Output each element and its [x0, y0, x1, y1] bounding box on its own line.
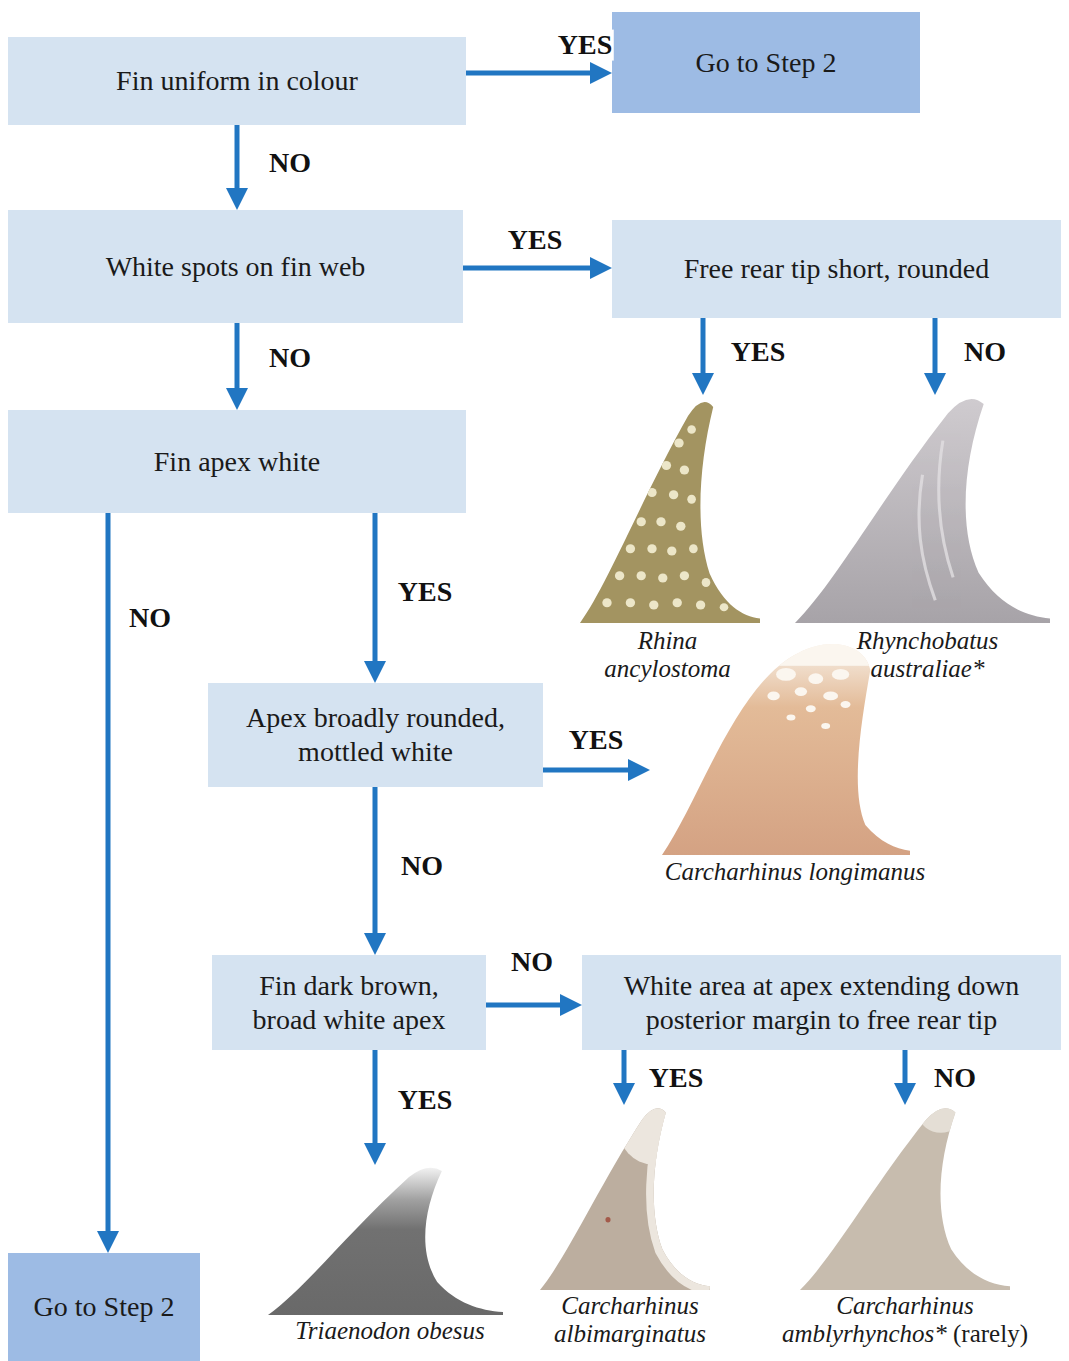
species-name: Carcharhinus amblyrhynchos* (rarely) [760, 1292, 1050, 1347]
branch-label: NO [127, 603, 173, 634]
species-name: Carcharhinus albimarginatus [530, 1292, 730, 1347]
branch-label: YES [567, 725, 625, 756]
fin-image-area [800, 395, 1055, 627]
species-name: Rhina ancylostoma [588, 627, 748, 682]
flow-arrow [373, 1050, 378, 1153]
branch-label: YES [647, 1063, 705, 1094]
fin-image-area [530, 1105, 730, 1292]
decision-box: White area at apex extending down poster… [582, 955, 1061, 1050]
flow-arrow [543, 768, 638, 773]
box-text: Go to Step 2 [630, 46, 902, 80]
branch-label: YES [729, 337, 787, 368]
box-text: White area at apex extending down poster… [600, 969, 1043, 1036]
flow-arrow [466, 71, 600, 76]
species-fin: Rhina ancylostoma [570, 395, 765, 682]
flow-arrow [701, 318, 706, 383]
branch-label: YES [396, 1085, 454, 1116]
fin-triaenodon [268, 1168, 503, 1315]
flow-arrow [933, 318, 938, 383]
branch-label: NO [267, 148, 313, 179]
box-text: Free rear tip short, rounded [630, 252, 1043, 286]
species-note: (rarely) [947, 1320, 1028, 1347]
branch-label: NO [932, 1063, 978, 1094]
decision-box: Fin dark brown, broad white apex [212, 955, 486, 1050]
box-text: Apex broadly rounded, mottled white [226, 701, 525, 768]
goto-box: Go to Step 2 [612, 12, 920, 113]
species-name: Carcharhinus longimanus [645, 858, 945, 886]
branch-label: NO [267, 343, 313, 374]
flow-arrow [106, 513, 111, 1241]
fin-image-area [650, 640, 940, 858]
decision-box: Fin uniform in colour [8, 37, 466, 125]
fin-albimarginatus [540, 1090, 710, 1290]
box-text: Go to Step 2 [26, 1290, 182, 1324]
branch-label: YES [396, 577, 454, 608]
fin-image-area [570, 395, 765, 627]
species-fin: Carcharhinus amblyrhynchos* (rarely) [760, 1105, 1050, 1347]
species-fin: Rhynchobatus australiae* [800, 395, 1055, 682]
decision-box: Free rear tip short, rounded [612, 220, 1061, 318]
flow-arrow [373, 787, 378, 943]
box-text: Fin uniform in colour [26, 64, 448, 98]
species-fin: Carcharhinus longimanus [650, 640, 940, 886]
box-text: Fin apex white [26, 445, 448, 479]
fin-image-area [265, 1165, 515, 1317]
flow-arrow [903, 1050, 908, 1093]
branch-label: NO [962, 337, 1008, 368]
flow-arrow [622, 1050, 627, 1093]
flow-arrow [486, 1003, 570, 1008]
fin-image-area [760, 1105, 1050, 1292]
fin-rhynchobatus [795, 399, 1050, 623]
branch-label: NO [399, 851, 445, 882]
flow-arrow [463, 266, 600, 271]
branch-label: YES [506, 225, 564, 256]
branch-label: YES [556, 30, 614, 61]
decision-box: White spots on fin web [8, 210, 463, 323]
fin-rhina [580, 402, 760, 623]
goto-box: Go to Step 2 [8, 1253, 200, 1361]
fin-amblyrhynchos [800, 1099, 1010, 1290]
species-italic: Carcharhinus amblyrhynchos* [782, 1292, 974, 1347]
species-fin: Triaenodon obesus [265, 1165, 515, 1345]
flow-arrow [235, 323, 240, 398]
box-text: Fin dark brown, broad white apex [230, 969, 468, 1036]
decision-box: Apex broadly rounded, mottled white [208, 683, 543, 787]
species-name: Triaenodon obesus [260, 1317, 520, 1345]
flow-arrow [235, 125, 240, 198]
decision-box: Fin apex white [8, 410, 466, 513]
species-name: Rhynchobatus australiae* [828, 627, 1028, 682]
flow-arrow [373, 513, 378, 671]
species-fin: Carcharhinus albimarginatus [530, 1105, 730, 1347]
box-text: White spots on fin web [26, 250, 445, 284]
branch-label: NO [509, 947, 555, 978]
